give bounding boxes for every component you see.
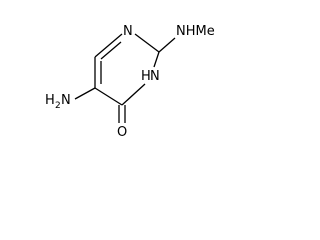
- pyrimidinone-structure: N H N NHMe H 2 N O: [45, 24, 215, 140]
- atom-carbonyl-o-label: O: [117, 125, 127, 140]
- atom-amino-subscript: 2: [55, 101, 61, 111]
- bond-c2-nhme: [158, 37, 176, 53]
- atom-methylamino-label: NHMe: [176, 24, 215, 39]
- bond-c6-n1-inner: [100, 41, 122, 60]
- atom-n1-label: N: [123, 24, 133, 39]
- bond-c4-c5: [94, 87, 123, 106]
- atom-amino-h-label: H: [45, 93, 55, 108]
- atom-nh-n-label: N: [150, 69, 160, 84]
- atom-nh-h-label: H: [141, 69, 151, 84]
- bond-c2-n3: [153, 51, 160, 68]
- bond-n3-c4: [121, 83, 146, 106]
- atom-amino-n-label: N: [61, 93, 71, 108]
- bond-c5-nh2: [74, 87, 96, 100]
- bond-c6-n1: [94, 33, 123, 58]
- bond-n1-c2: [134, 33, 160, 53]
